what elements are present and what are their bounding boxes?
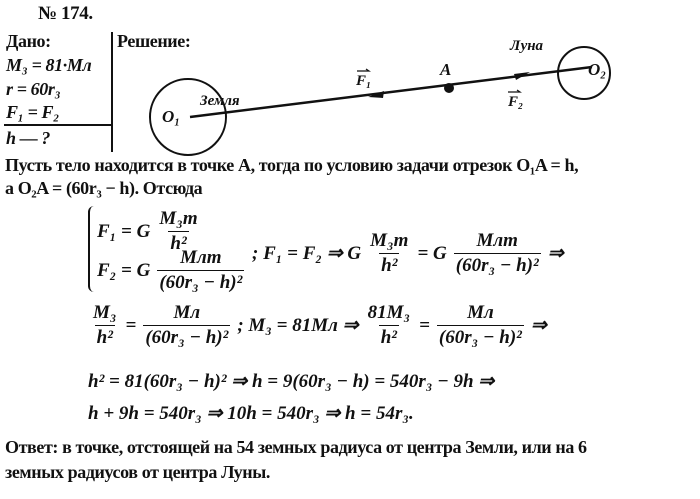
eq-text: = [125,314,137,336]
paragraph-line: Пусть тело находится в точке A, тогда по… [5,155,579,175]
eq-text: ; M₃ = 81Mл ⇒ [237,315,359,336]
equation-4: h + 9h = 540r₃ ⇒ 10h = 540r₃ ⇒ h = 54r₃. [88,403,414,424]
fraction: Mлm(60r₃ − h)² [157,247,245,294]
given-line: r = 60r₃ [6,79,61,99]
system-brace [88,206,98,292]
f2-arrowhead [514,72,530,80]
given-vertical-divider [111,32,113,152]
numerator: M₃m [370,230,409,251]
numerator: Mлm [476,230,518,251]
fraction: Mл(60r₃ − h)² [143,302,231,349]
given-divider [4,124,112,126]
given-line: F₁ = F₂ [6,102,60,122]
denominator: h² [378,325,399,348]
fraction: Mл(60r₃ − h)² [436,302,524,349]
numerator: Mл [467,302,494,323]
o1-label: O₁ [162,107,181,126]
denominator: (60r₃ − h)² [453,253,541,276]
eq-text: F₁ = G [97,220,151,242]
eq-text: ⇒ [530,315,547,336]
given-title: Дано: [6,31,51,51]
paragraph-line: а O₂A = (60r₃ − h). Отсюда [5,178,203,198]
eq-text: F₂ = G [97,259,151,281]
problem-number: № 174. [38,3,93,24]
numerator: M₃m [159,208,198,229]
center-line [189,65,593,119]
f2-label: F₂ [508,94,524,110]
denominator: (60r₃ − h)² [143,325,231,348]
earth-moon-diagram [149,46,611,156]
point-a-label: A [440,60,452,79]
denominator: h² [168,231,189,254]
f1-arrowhead [368,91,384,98]
eq-text: = [419,314,430,336]
moon-label: Луна [510,38,544,54]
fraction: Mлm(60r₃ − h)² [453,230,541,277]
numerator: 81M₃ [367,302,411,323]
denominator: (60r₃ − h)² [157,270,245,293]
f1-vector-arrow [357,68,371,72]
earth-label: Земля [200,93,240,109]
numerator: Mл [173,302,201,323]
numerator: Mлm [180,247,222,268]
moon-circle [557,46,611,100]
denominator: h² [94,325,115,348]
given-unknown: h — ? [6,128,51,148]
earth-circle [149,78,227,156]
f1-label: F₁ [356,73,372,89]
denominator: (60r₃ − h)² [436,325,524,348]
eq-text: = G [417,242,447,264]
equation-3: h² = 81(60r₃ − h)² ⇒ h = 9(60r₃ − h) = 5… [88,371,495,392]
point-a [444,83,454,93]
answer-line: земных радиусов от центра Луны. [5,462,271,482]
numerator: M₃ [93,302,117,323]
eq-text: ; F₁ = F₂ ⇒ G [252,243,362,264]
solution-title: Решение: [117,31,191,51]
o2-label: O₂ [588,60,607,79]
system-equation-2: F₂ = G Mлm(60r₃ − h)² [97,247,247,294]
eq-text: ⇒ [547,243,564,264]
answer-line: Ответ: в точке, отстоящей на 54 земных р… [5,437,587,457]
given-line: M₃ = 81·Mл [6,55,92,75]
f2-vector-arrow [508,89,522,93]
denominator: h² [379,253,400,276]
